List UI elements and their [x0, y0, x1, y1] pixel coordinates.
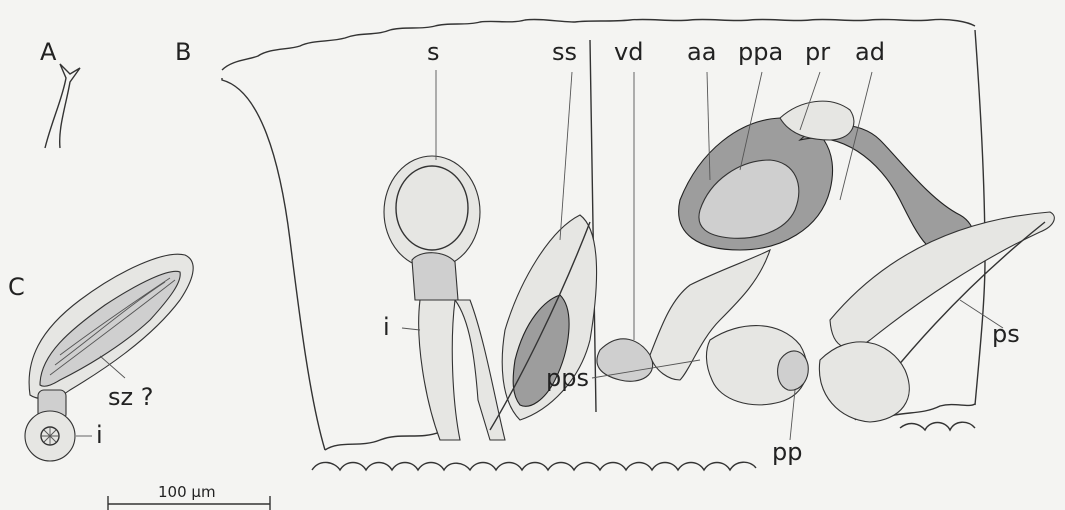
label-pp: pp: [772, 438, 802, 466]
panel-c-section: [25, 254, 193, 461]
label-ss: ss: [552, 38, 577, 66]
intestine-b: [419, 300, 505, 440]
label-i-b: i: [383, 313, 390, 341]
label-vd: vd: [614, 38, 643, 66]
panel-label-a: A: [40, 38, 57, 66]
bursa-ss: [490, 215, 597, 430]
label-ad: ad: [855, 38, 885, 66]
label-i-c: i: [96, 421, 103, 449]
label-pps: pps: [546, 364, 589, 392]
stomach: [384, 156, 480, 300]
panel-label-b: B: [175, 38, 191, 66]
stylet-drawing: [45, 64, 80, 148]
label-sz: sz ?: [108, 383, 153, 411]
label-ps: ps: [992, 320, 1020, 348]
panel-label-c: C: [8, 273, 25, 301]
label-aa: aa: [687, 38, 716, 66]
label-pr: pr: [805, 38, 830, 66]
scale-bar-label: 100 µm: [158, 483, 216, 501]
label-s: s: [427, 38, 440, 66]
penis-papilla: [706, 326, 808, 405]
label-ppa: ppa: [738, 38, 783, 66]
penis-stylet: [819, 212, 1054, 422]
